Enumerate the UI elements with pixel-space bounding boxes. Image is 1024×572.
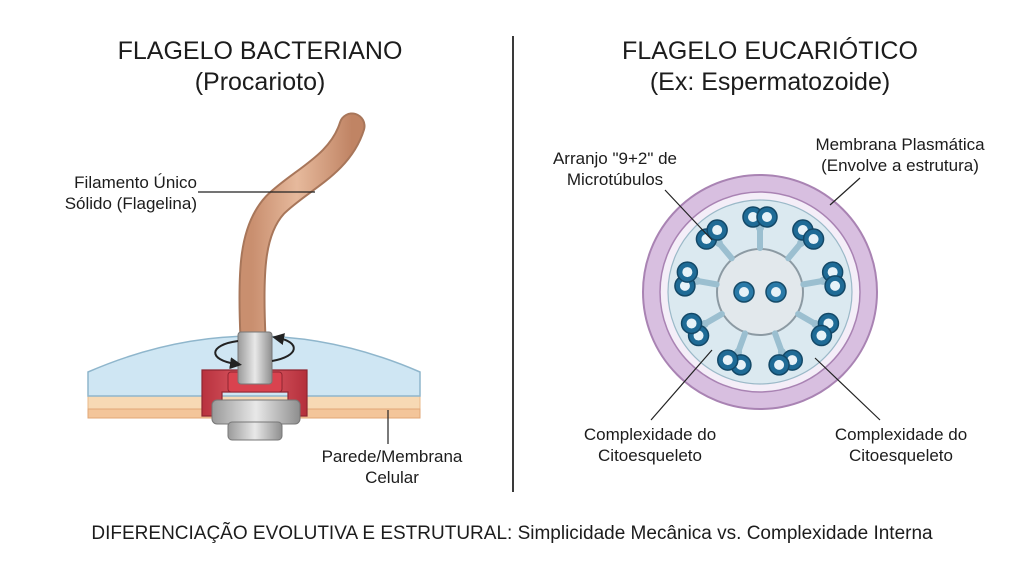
microtubule-doublet: [674, 261, 699, 297]
microtubule-doublet: [810, 312, 840, 347]
axoneme-cross-section: [642, 174, 881, 421]
arrangement-label-line1: Arranjo "9+2" de: [552, 149, 678, 168]
microtubule-doublet: [768, 349, 803, 376]
cyto-left-leader-line: [650, 349, 713, 421]
bacterial-title-line2: (Procarioto): [194, 68, 326, 96]
motor-shaft: [237, 331, 273, 385]
cell-wall-label-line1: Parede/Membrana: [321, 447, 463, 466]
bacterial-title-line1: FLAGELO BACTERIANO: [117, 37, 403, 65]
eukaryotic-title-line2: (Ex: Espermatozoide): [649, 68, 891, 96]
rotation-arrow-right: [271, 333, 295, 362]
microtubule-doublet: [695, 219, 728, 250]
cytoskeleton-left-line2: Citoesqueleto: [598, 446, 702, 465]
rotation-arrow-left: [214, 340, 242, 370]
cytoskeleton-label-right: Complexidade do Citoesqueleto: [816, 424, 986, 466]
radial-spokes: [692, 224, 828, 357]
cytoskeleton-right-line2: Citoesqueleto: [849, 446, 953, 465]
filament-label-line1: Filamento Único: [74, 173, 197, 192]
eukaryotic-flagellum-title: FLAGELO EUCARIÓTICO (Ex: Espermatozoide): [615, 36, 925, 98]
microtubule-doublet: [792, 219, 825, 250]
cytoskeleton-right-line1: Complexidade do: [834, 425, 968, 444]
microtubule-doublet: [742, 206, 778, 228]
arrangement-leader-line: [664, 189, 713, 241]
membrane-leader-line: [829, 177, 861, 206]
bacterial-flagellum-drawing: [87, 112, 421, 444]
arrangement-label-line2: Microtúbulos: [566, 170, 664, 189]
cytoskeleton-label-left: Complexidade do Citoesqueleto: [565, 424, 735, 466]
bottom-caption: DIFERENCIAÇÃO EVOLUTIVA E ESTRUTURAL: Si…: [91, 523, 933, 544]
microtubule-doublets: [674, 206, 846, 376]
microtubule-doublet: [717, 349, 752, 376]
cell-wall-label: Parede/Membrana Celular: [312, 446, 472, 488]
cell-wall-label-line2: Celular: [365, 468, 419, 487]
plasma-membrane-label-line1: Membrana Plasmática: [815, 135, 985, 154]
cyto-right-leader-line: [814, 357, 881, 421]
filament-label: Filamento Único Sólido (Flagelina): [42, 172, 197, 214]
microtubule-doublet: [821, 261, 846, 297]
cytoskeleton-left-line1: Complexidade do: [583, 425, 717, 444]
center-divider: [512, 36, 514, 492]
arrangement-label: Arranjo "9+2" de Microtúbulos: [540, 148, 690, 190]
motor-base-disk: [211, 399, 301, 425]
filament-label-line2: Sólido (Flagelina): [64, 194, 197, 213]
central-pair: [733, 281, 787, 303]
microtubule-doublet: [680, 312, 710, 347]
bacterial-flagellum-title: FLAGELO BACTERIANO (Procarioto): [110, 36, 410, 98]
plasma-membrane-label: Membrana Plasmática (Envolve a estrutura…: [800, 134, 1000, 176]
plasma-membrane-label-line2: (Envolve a estrutura): [821, 156, 979, 175]
eukaryotic-title-line1: FLAGELO EUCARIÓTICO: [622, 37, 918, 65]
